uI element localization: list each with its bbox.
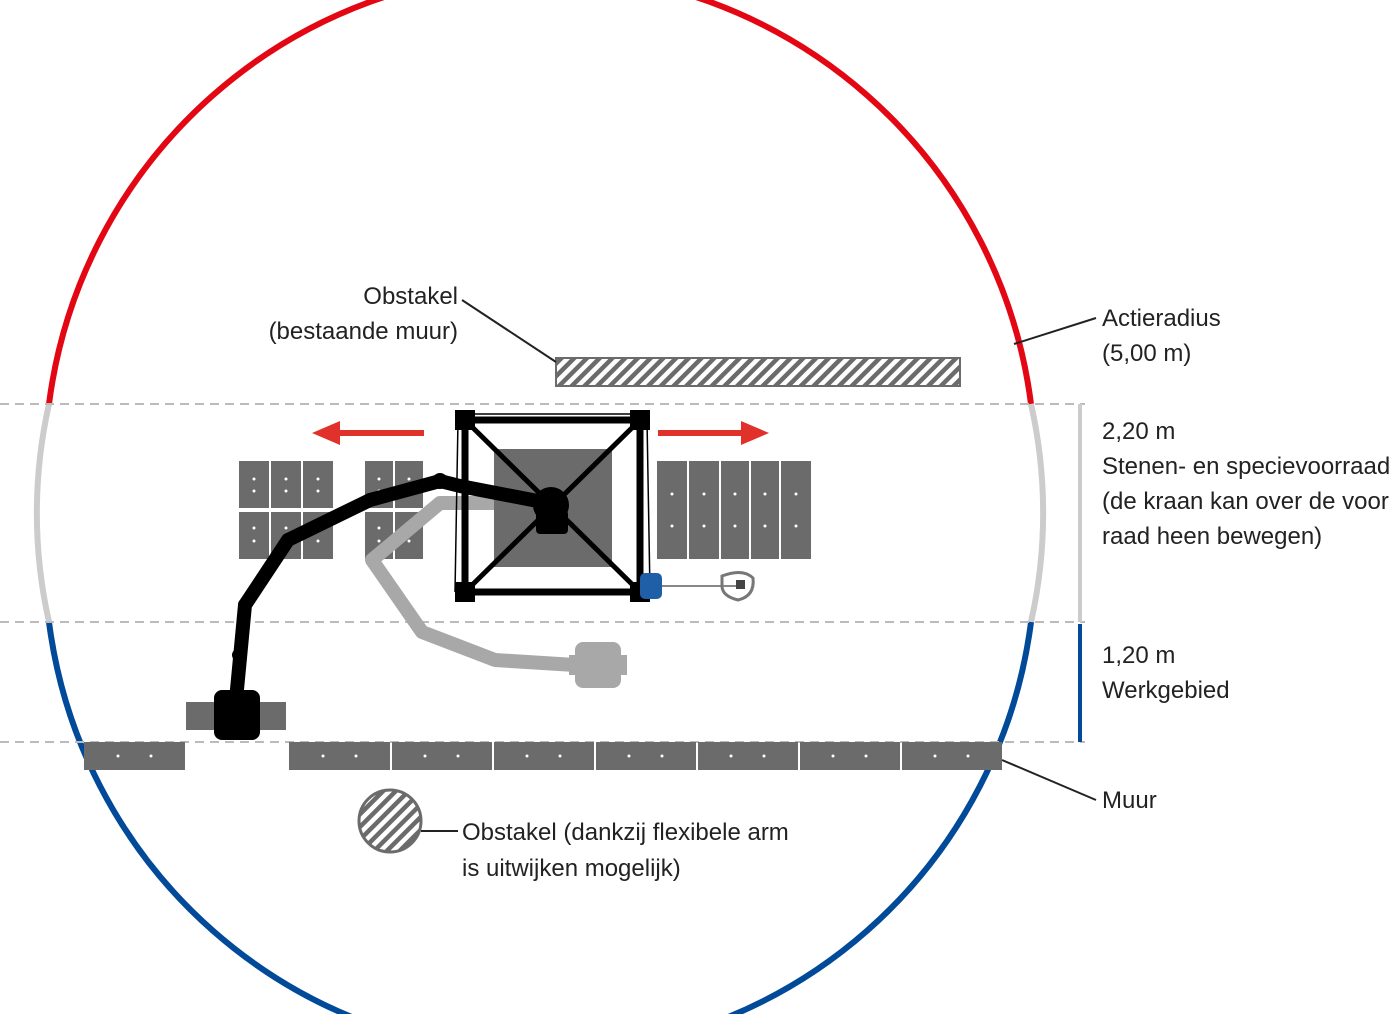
muur-label: Muur [1102,787,1157,814]
radius-arc-bottom [46,621,1034,1014]
arrow-left-icon [312,421,424,445]
pallets-right [657,461,811,559]
wall-blocks [84,742,1002,770]
gripper-tool [640,571,755,602]
storage-label-line1: Stenen- en specievoorraad [1102,453,1389,480]
storage-label-line3: raad heen bewegen) [1102,523,1322,550]
radius-arc-top [46,0,1034,405]
actieradius-label-line2: (5,00 m) [1102,340,1191,367]
work-dimension-label: 1,20 m [1102,642,1175,669]
obstakel-top-label-line1: Obstakel [363,283,458,310]
work-area-label: Werkgebied [1102,677,1230,704]
actieradius-label-line1: Actieradius [1102,305,1221,332]
action-radius-circle [33,0,1047,1014]
leader-line-obstakel-top [461,299,557,363]
obstakel-bottom-label-line2: is uitwijken mogelijk) [462,855,681,882]
arrow-right-icon [658,421,769,445]
arm-head [214,690,260,740]
radius-arc-middle-left [33,403,52,623]
ghost-arm [365,496,582,672]
obstakel-top-label-line2: (bestaande muur) [269,318,458,345]
arm-joints [232,473,448,661]
wall-block-dots [116,754,970,758]
leader-line-actieradius [1013,317,1097,345]
leader-line-muur [1001,759,1097,801]
radius-arc-middle-right [1028,403,1047,623]
storage-dimension-label: 2,20 m [1102,418,1175,445]
pallet-dots-right [670,492,798,528]
crane-slewing-block [536,510,568,534]
obstakel-bottom-label-line1: Obstakel (dankzij flexibele arm [462,819,789,846]
storage-label-line2: (de kraan kan over de voor- [1102,488,1389,515]
ghost-arm-head-band [569,655,627,675]
round-obstacle-icon [357,788,423,854]
existing-wall-obstacle [555,357,961,387]
